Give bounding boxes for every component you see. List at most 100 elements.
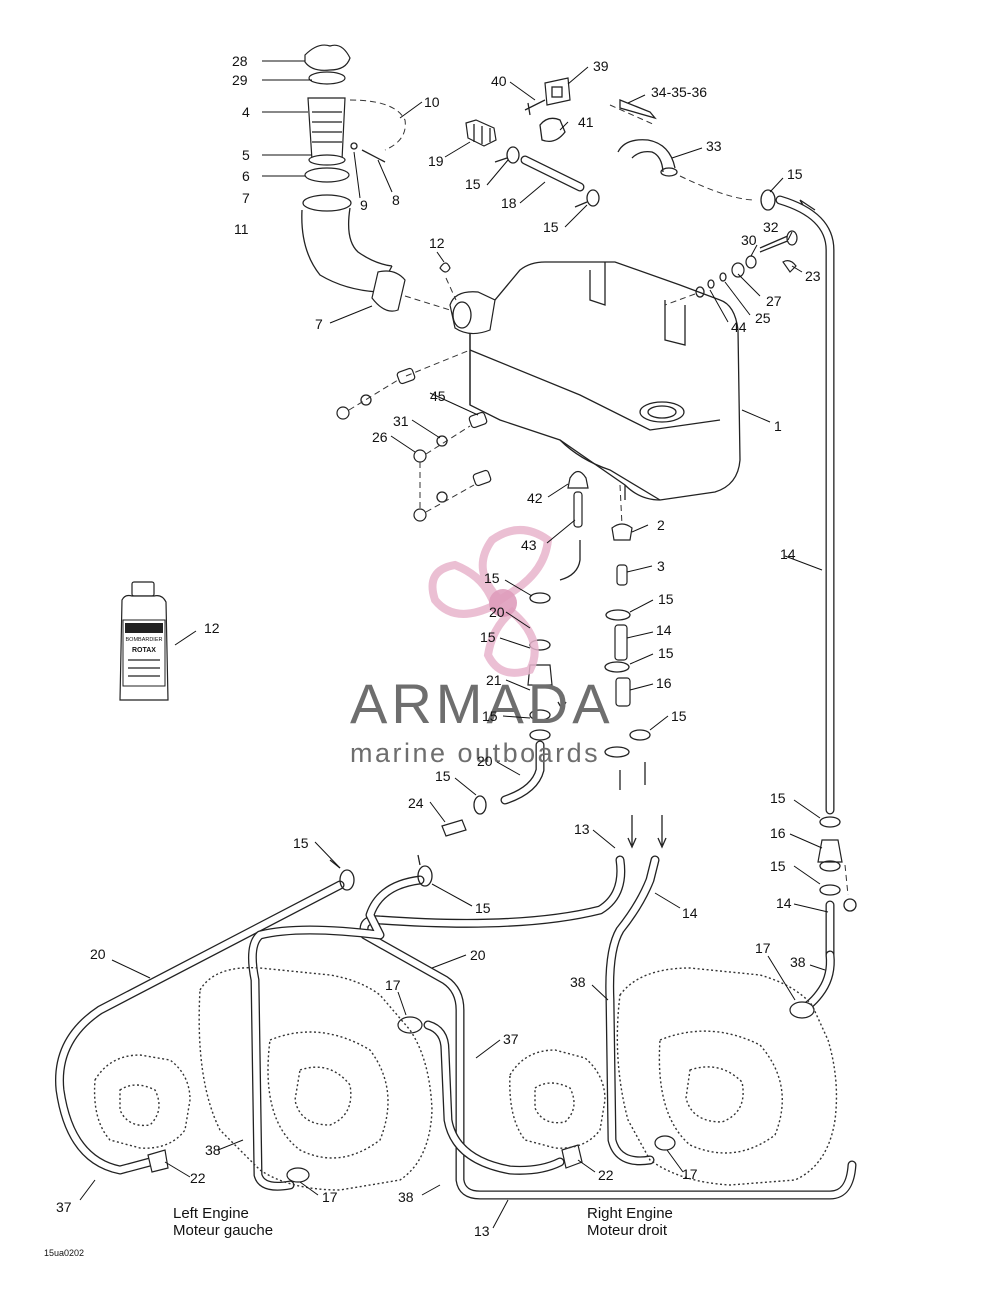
callout: 13: [574, 821, 590, 837]
vent-tube-18: [520, 117, 585, 192]
pump-fittings-22: [147, 1144, 583, 1173]
left-engine-label-fr: Moteur gauche: [173, 1222, 273, 1239]
callout: 29: [232, 72, 248, 88]
left-feed-line: [441, 540, 581, 837]
left-engine-label-en: Left Engine: [173, 1205, 249, 1222]
callout: 22: [190, 1170, 206, 1186]
callout: 22: [598, 1167, 614, 1183]
callout: 15: [435, 768, 451, 784]
callout: 34-35-36: [651, 84, 707, 100]
callout: 17: [385, 977, 401, 993]
callout: 12: [204, 620, 220, 636]
callout: 15: [671, 708, 687, 724]
right-engine-outline: [509, 967, 838, 1186]
callout: 24: [408, 795, 424, 811]
callout: 7: [242, 190, 250, 206]
callout: 6: [242, 168, 250, 184]
callout: 15: [787, 166, 803, 182]
callout: 17: [322, 1189, 338, 1205]
callout: 17: [755, 940, 771, 956]
oil-bottle-name: ROTAX: [132, 647, 156, 654]
callout: 15: [475, 900, 491, 916]
tank-hardware-right: [664, 230, 798, 306]
callout: 41: [578, 114, 594, 130]
vent-plate-39: [524, 77, 571, 116]
tank-outlet-fittings: [567, 470, 651, 790]
callout: 15: [480, 629, 496, 645]
callout: 7: [315, 316, 323, 332]
callout: 12: [429, 235, 445, 251]
callout: 32: [763, 219, 779, 235]
watermark-tagline: marine outboards: [350, 738, 600, 768]
callout: 9: [360, 197, 368, 213]
callout: 3: [657, 558, 665, 574]
callout: 5: [242, 147, 250, 163]
filler-cap: [304, 44, 351, 85]
oil-bottle-brand: BOMBARDIER: [126, 637, 163, 643]
hose-clamps-17: [286, 1001, 815, 1183]
callout: 8: [392, 192, 400, 208]
callout: 18: [501, 195, 517, 211]
callout: 15: [484, 570, 500, 586]
callout: 15: [293, 835, 309, 851]
callout: 33: [706, 138, 722, 154]
callout: 10: [424, 94, 440, 110]
callout: 19: [428, 153, 444, 169]
callout: 38: [570, 974, 586, 990]
callout: 14: [780, 546, 796, 562]
callout: 15: [482, 708, 498, 724]
callout: 38: [398, 1189, 414, 1205]
hose-20-left: [55, 880, 345, 1175]
callout: 39: [593, 58, 609, 74]
callout: 13: [474, 1223, 490, 1239]
callout: 23: [805, 268, 821, 284]
armada-watermark: ARMADA marine outboards: [350, 526, 614, 768]
filler-neck: [302, 97, 352, 212]
callout: 15: [658, 645, 674, 661]
tank-cap-12-small: [439, 262, 457, 301]
callout: 1: [774, 418, 782, 434]
callout: 20: [470, 947, 486, 963]
callout: 4: [242, 104, 250, 120]
watermark-brand: ARMADA: [350, 672, 614, 735]
callout: 40: [491, 73, 507, 89]
tank-filler-neck: [449, 291, 496, 335]
callout: 28: [232, 53, 248, 69]
callout-labels: 28 29 4 10 5 6 7 9 8 11 7 40 39 34-35-36…: [56, 53, 821, 1239]
hose-20-mid: [247, 875, 425, 1191]
callout: 42: [527, 490, 543, 506]
vent-elbow-33: [617, 139, 756, 201]
callout: 15: [770, 790, 786, 806]
callout: 20: [477, 753, 493, 769]
callout: 38: [205, 1142, 221, 1158]
callout: 2: [657, 517, 665, 533]
drawing-number: 15ua0202: [44, 1248, 84, 1258]
callout: 14: [656, 622, 672, 638]
callout: 16: [656, 675, 672, 691]
callout: 15: [770, 858, 786, 874]
callout: 44: [731, 319, 747, 335]
left-engine-outline: [93, 966, 433, 1191]
callout: 21: [486, 672, 502, 688]
oil-tank: [469, 261, 741, 501]
hose-37-mid: [423, 1020, 565, 1175]
tank-mount-hardware: [336, 349, 492, 522]
callout: 25: [755, 310, 771, 326]
vent-clamps: [494, 146, 600, 208]
engine-captions: Left Engine Moteur gauche Right Engine M…: [173, 1205, 673, 1239]
right-engine-label-en: Right Engine: [587, 1205, 673, 1222]
callout: 15: [465, 176, 481, 192]
propeller-logo: [428, 526, 553, 677]
callout: 17: [682, 1166, 698, 1182]
check-valve-19: [465, 119, 497, 147]
callout: 43: [521, 537, 537, 553]
callout: 37: [56, 1199, 72, 1215]
callout: 14: [776, 895, 792, 911]
callout: 30: [741, 232, 757, 248]
callout: 15: [543, 219, 559, 235]
callout: 38: [790, 954, 806, 970]
callout: 15: [658, 591, 674, 607]
callout: 20: [489, 604, 505, 620]
leader-lines: [79, 60, 829, 1229]
